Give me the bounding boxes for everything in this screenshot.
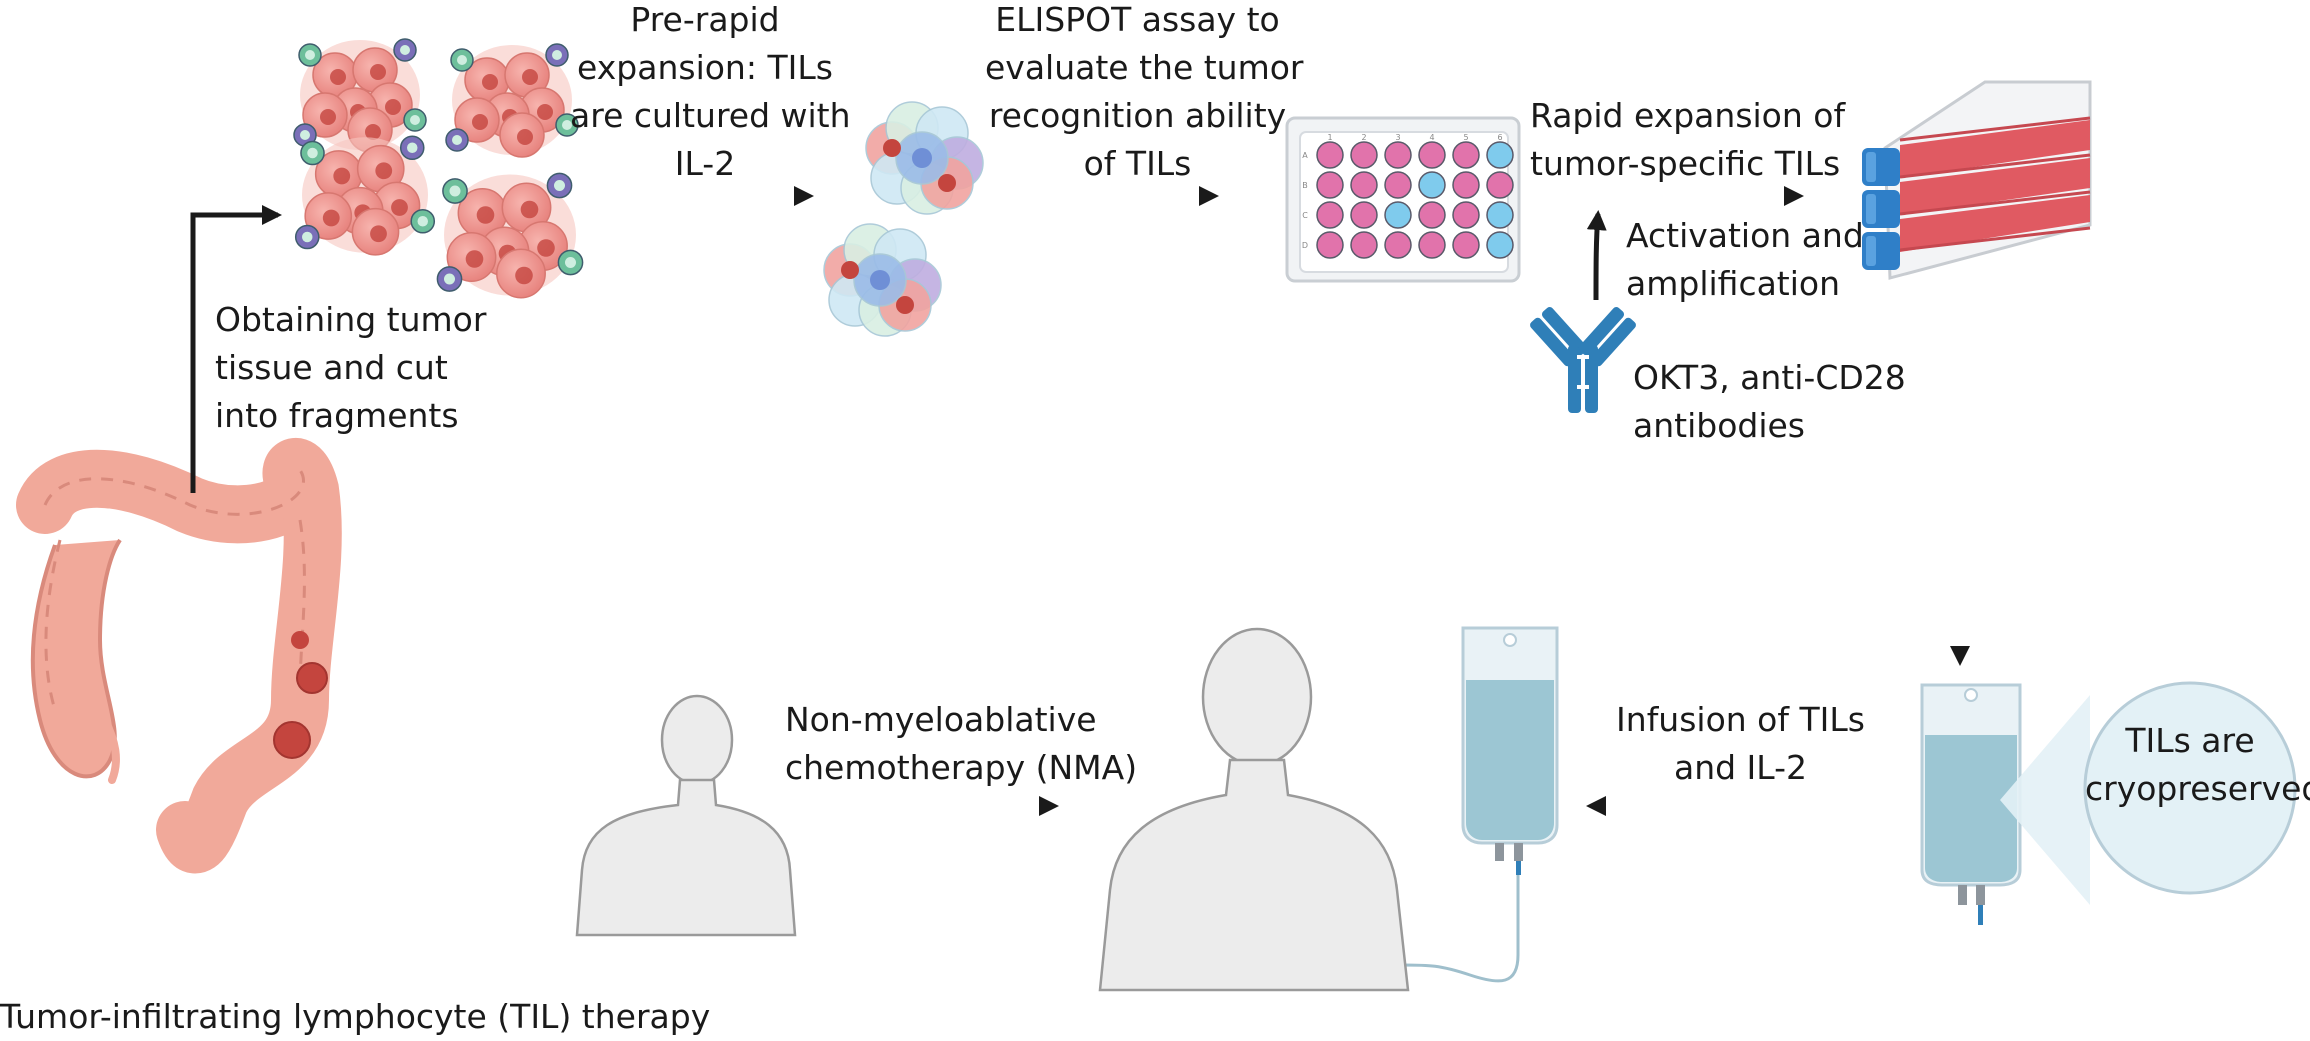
arrow-activation [1586,210,1607,301]
plate-well [1452,231,1480,259]
label-rapid-expansion: Rapid expansion of tumor-specific TILs [1530,92,1846,188]
plate-well [1486,201,1514,229]
label-pre-rapid-line-3: are cultured with [570,96,851,135]
tumor-fragment [293,38,427,153]
label-elispot: ELISPOT assay to evaluate the tumor reco… [985,0,1304,188]
tumor-fragment [436,172,584,299]
label-antibodies-line-1: OKT3, anti-CD28 [1633,358,1906,397]
label-antibodies-line-2: antibodies [1633,406,1805,445]
plate-well [1486,231,1514,259]
arrow-colon-to-fragments [190,205,282,493]
label-antibodies: OKT3, anti-CD28 antibodies [1633,354,1906,450]
label-pre-rapid-line-1: Pre-rapid [630,0,780,39]
tumor-fragments-illustration [293,38,584,299]
label-elispot-line-1: ELISPOT assay to [995,0,1280,39]
label-pre-rapid: Pre-rapid expansion: TILs are cultured w… [570,0,851,188]
plate-well [1350,171,1378,199]
plate-well [1316,171,1344,199]
label-elispot-line-3: recognition ability [988,96,1287,135]
label-activation-line-2: amplification [1626,264,1841,303]
plate-well [1418,171,1446,199]
plate-well [1350,201,1378,229]
antibody-illustration [1530,307,1636,413]
label-activation-line-1: Activation and [1626,216,1864,255]
infusion-bag-illustration [1377,626,1559,983]
label-pre-rapid-line-2: expansion: TILs [577,48,833,87]
plate-well [1418,201,1446,229]
label-pre-rapid-line-4: IL-2 [674,144,736,183]
plate-well [1350,231,1378,259]
plate-well [1452,141,1480,169]
culture-flasks-illustration [1862,80,2092,280]
plate-well [1452,201,1480,229]
plate-column-label: 3 [1395,133,1400,142]
plate-well [1316,231,1344,259]
til-culture-illustration [823,101,984,337]
label-elispot-line-2: evaluate the tumor [985,48,1304,87]
elispot-plate-illustration: 1 2 3 4 5 6A B C D [1285,116,1521,283]
label-cryo-line-1: TILs are [2125,721,2255,760]
plate-well [1486,141,1514,169]
plate-column-label: 6 [1497,133,1502,142]
label-elispot-line-4: of TILs [1083,144,1192,183]
plate-column-label: 1 [1327,133,1332,142]
plate-well [1384,231,1412,259]
cryopreserved-bag-illustration [1920,681,2297,925]
patient-large-silhouette [1098,627,1410,992]
label-chemo-line-1: Non-myeloablative [785,700,1097,739]
label-obtain-tissue: Obtaining tumor tissue and cut into frag… [215,296,486,440]
plate-column-label: 5 [1463,133,1468,142]
plate-column-label: 4 [1429,133,1434,142]
label-activation: Activation and amplification [1626,212,1864,308]
label-cryopreserved: TILs are cryopreserved [2085,717,2310,813]
til-cell-cluster [865,101,984,215]
plate-well [1316,141,1344,169]
label-chemo-line-2: chemotherapy (NMA) [785,748,1138,787]
flow-arrows [190,186,1970,816]
plate-column-label: 2 [1361,133,1366,142]
label-rapid-expansion-line-1: Rapid expansion of [1530,96,1846,135]
plate-well [1316,201,1344,229]
plate-row-label: D [1302,241,1308,250]
label-obtain-tissue-line-3: into fragments [215,396,459,435]
label-rapid-expansion-line-2: tumor-specific TILs [1530,144,1841,183]
label-infusion-line-2: and IL-2 [1673,748,1807,787]
plate-well [1452,171,1480,199]
colon-illustration [16,437,342,874]
plate-row-label: B [1302,181,1308,190]
patient-small-silhouette [575,694,797,937]
label-obtain-tissue-line-2: tissue and cut [215,348,448,387]
label-chemo: Non-myeloablative chemotherapy (NMA) [785,696,1138,792]
label-infusion-line-1: Infusion of TILs [1616,700,1865,739]
label-cryo-line-2: cryopreserved [2085,769,2310,808]
plate-well [1384,201,1412,229]
plate-well [1418,141,1446,169]
plate-row-label: C [1302,211,1308,220]
til-cell-cluster [823,223,942,337]
tumor-fragment [294,135,436,256]
figure-caption: Tumor-infiltrating lymphocyte (TIL) ther… [0,997,711,1036]
plate-row-label: A [1302,151,1308,160]
label-obtain-tissue-line-1: Obtaining tumor [215,300,487,339]
plate-well [1418,231,1446,259]
plate-well [1384,171,1412,199]
label-infusion: Infusion of TILs and IL-2 [1608,696,1873,792]
tumor-fragment [445,43,579,158]
plate-well [1486,171,1514,199]
plate-well [1350,141,1378,169]
plate-well [1384,141,1412,169]
